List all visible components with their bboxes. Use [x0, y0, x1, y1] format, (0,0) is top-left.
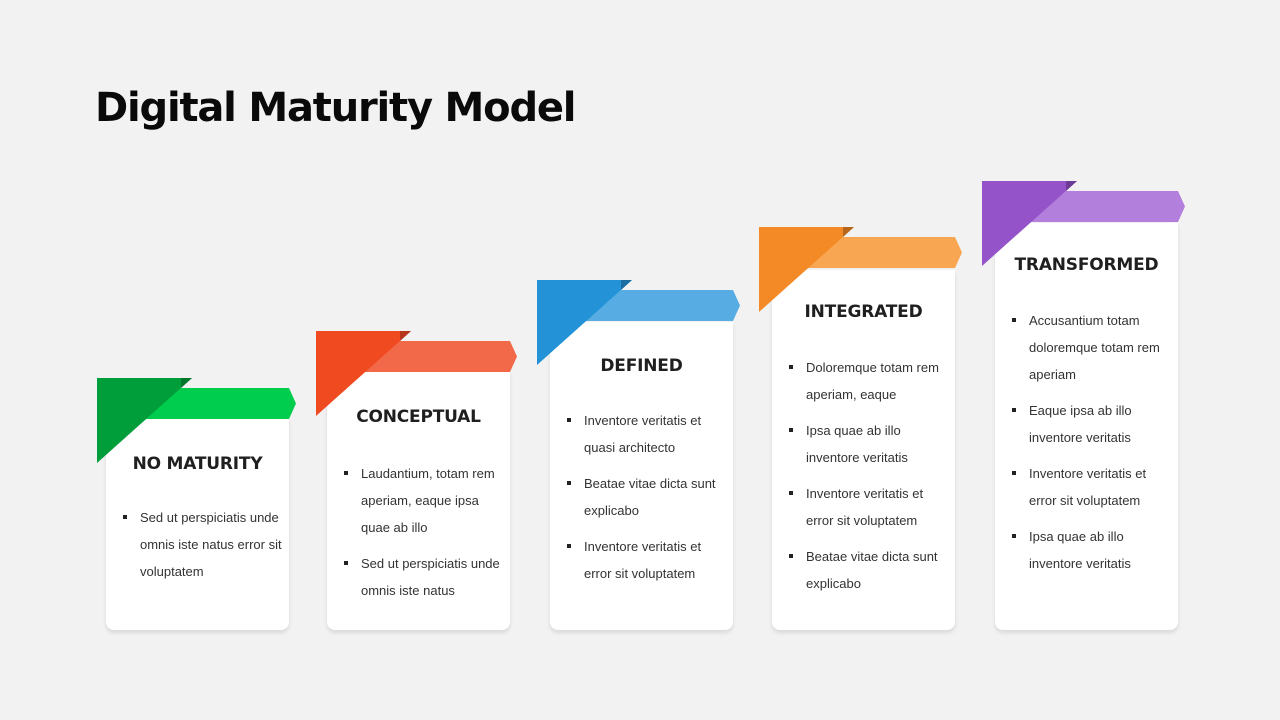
stage-bullet-list: Accusantium totam doloremque totam rem a… — [1011, 307, 1172, 586]
stage-corner-fold — [759, 227, 854, 312]
stage-card-no-maturity: NO MATURITY Sed ut perspiciatis unde omni… — [106, 418, 289, 630]
stage-heading: INTEGRATED — [804, 302, 923, 322]
stage-card-conceptual: CONCEPTUAL Laudantium, totam rem aperiam,… — [327, 371, 510, 630]
stage-card-defined: DEFINED Inventore veritatis et quasi arch… — [550, 322, 733, 630]
stage-bullet-list: Laudantium, totam rem aperiam, eaque ips… — [343, 460, 504, 613]
stage-bullet: Inventore veritatis et error sit volupta… — [788, 480, 949, 534]
stage-corner-fold — [537, 280, 632, 365]
stage-banner — [807, 237, 962, 268]
stage-bullet: Laudantium, totam rem aperiam, eaque ips… — [343, 460, 504, 541]
stage-bullet: Beatae vitae dicta sunt explicabo — [566, 470, 727, 524]
stage-bullet: Ipsa quae ab illo inventore veritatis — [788, 417, 949, 471]
stage-bullet: Eaque ipsa ab illo inventore veritatis — [1011, 397, 1172, 451]
stage-heading: CONCEPTUAL — [356, 407, 481, 427]
stage-corner-fold — [97, 378, 192, 463]
stage-card-integrated: INTEGRATED Doloremque totam rem aperiam, … — [772, 270, 955, 630]
stage-banner — [585, 290, 740, 321]
stage-banner — [364, 341, 517, 372]
stage-corner-fold — [982, 181, 1077, 266]
stage-banner — [1030, 191, 1185, 222]
stage-bullet: Ipsa quae ab illo inventore veritatis — [1011, 523, 1172, 577]
stage-bullet: Doloremque totam rem aperiam, eaque — [788, 354, 949, 408]
stage-heading: TRANSFORMED — [1014, 255, 1159, 275]
stage-heading: DEFINED — [600, 356, 683, 376]
stage-bullet: Inventore veritatis et quasi architecto — [566, 407, 727, 461]
stage-bullet: Inventore veritatis et error sit volupta… — [566, 533, 727, 587]
stage-bullet: Beatae vitae dicta sunt explicabo — [788, 543, 949, 597]
stage-bullet: Sed ut perspiciatis unde omnis iste natu… — [343, 550, 504, 604]
stage-banner — [145, 388, 296, 419]
stage-bullet-list: Sed ut perspiciatis unde omnis iste natu… — [122, 504, 283, 594]
stage-bullet: Inventore veritatis et error sit volupta… — [1011, 460, 1172, 514]
stage-bullet: Sed ut perspiciatis unde omnis iste natu… — [122, 504, 283, 585]
stage-heading: NO MATURITY — [132, 454, 263, 474]
stage-bullet: Accusantium totam doloremque totam rem a… — [1011, 307, 1172, 388]
stage-card-transformed: TRANSFORMED Accusantium totam doloremque … — [995, 223, 1178, 630]
slide-title: Digital Maturity Model — [95, 85, 577, 131]
stage-corner-fold — [316, 331, 411, 416]
